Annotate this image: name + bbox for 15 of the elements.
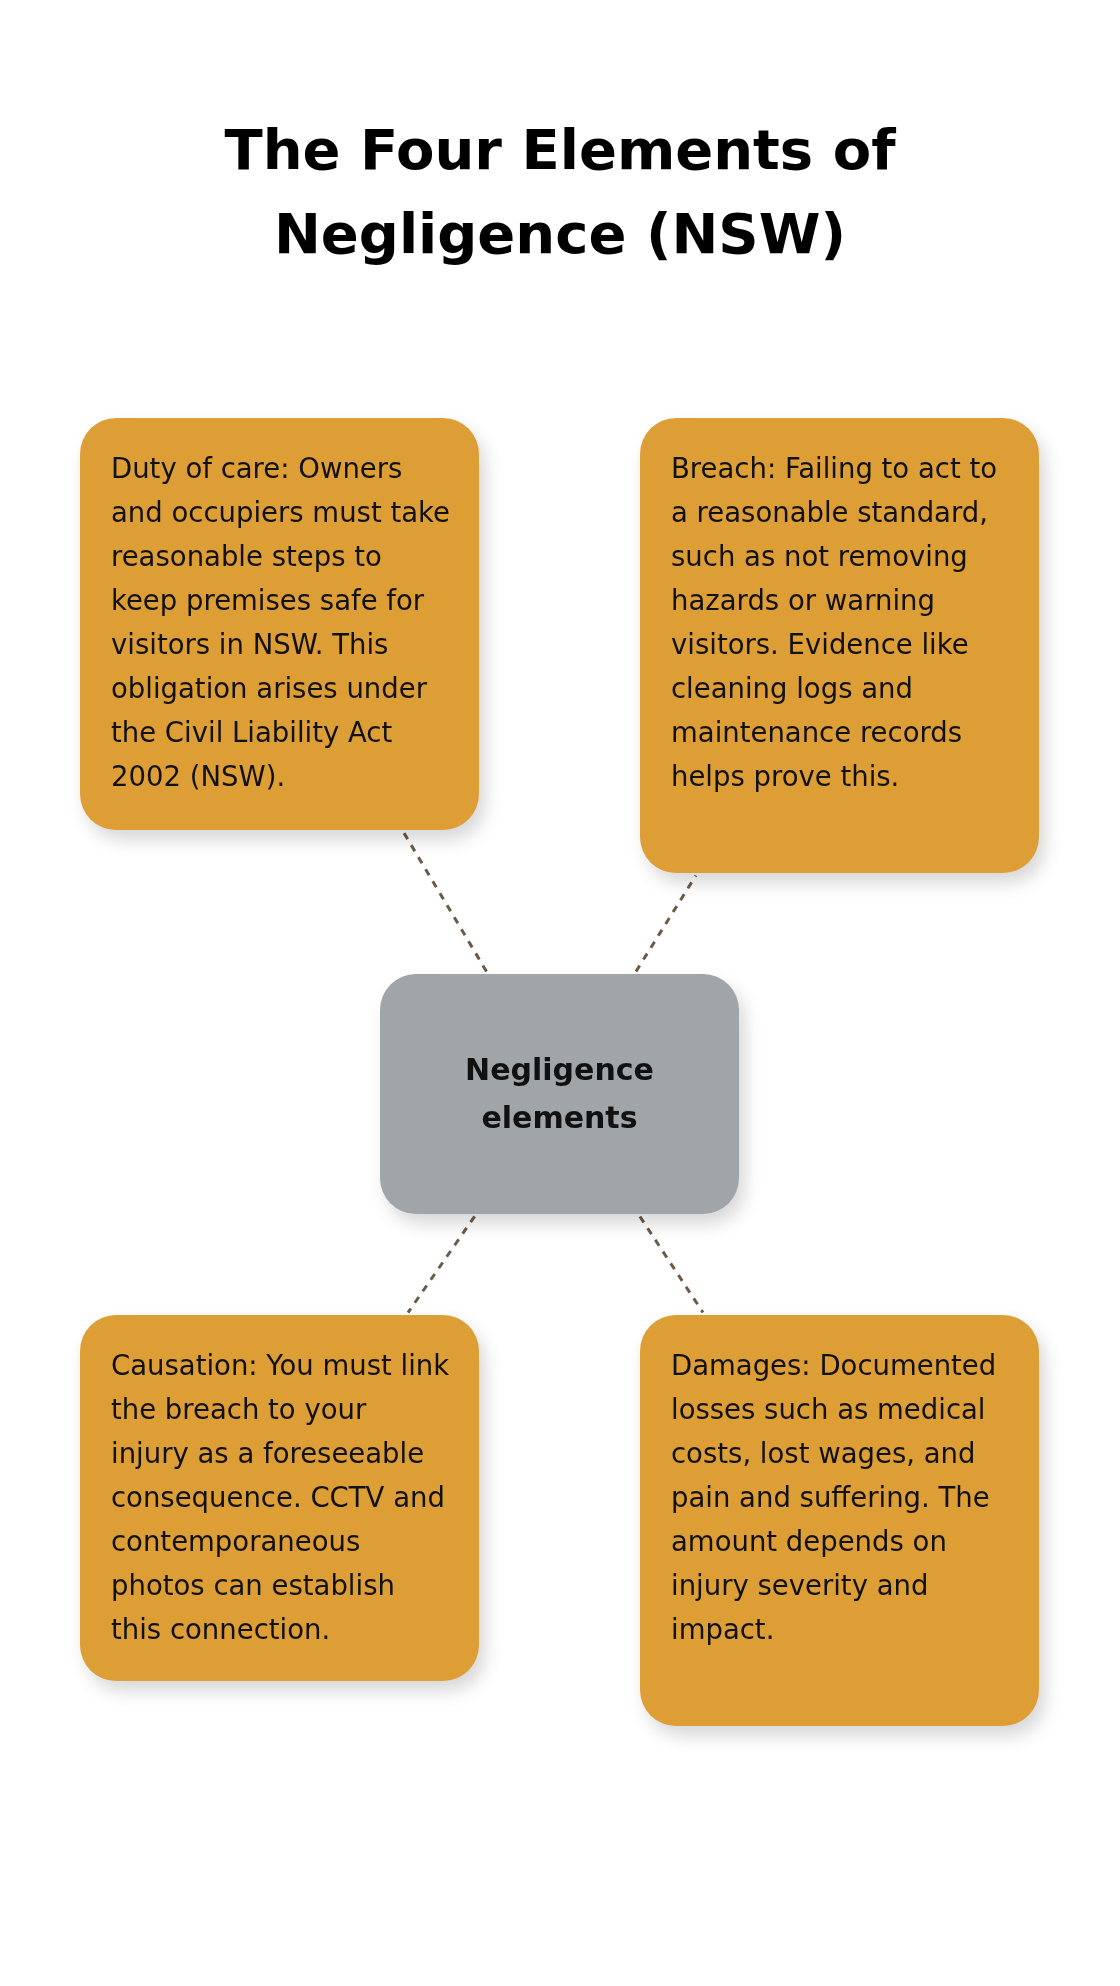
diagram-title: The Four Elements of Negligence (NSW): [223, 116, 897, 268]
element-card: [640, 1315, 1039, 1726]
element-card: [80, 1315, 479, 1681]
element-card: [640, 418, 1039, 873]
hub-label: Negligence elements: [464, 1051, 655, 1137]
dashed-connector: [406, 1215, 476, 1314]
element-description: Duty of care: Owners and occupiers must take reasonable steps to keep premises safe for visitors in NSW. This obligation arises under the Civil Liability Act 2002 (NSW).: [111, 451, 451, 794]
dashed-connector: [402, 831, 488, 973]
element-description: Breach: Failing to act to a reasonable standard, such as not removing hazards or warning visitors. Evidence like cleaning logs and maintenance records helps prove this.: [671, 451, 999, 794]
element-description: Damages: Documented losses such as medical costs, lost wages, and pain and suffering. The amount depends on injury severity and impact.: [671, 1348, 998, 1647]
dashed-connector: [638, 1215, 705, 1314]
hub-card: [380, 974, 739, 1214]
dashed-connector: [634, 874, 698, 973]
element-card: [80, 418, 479, 830]
element-description: Causation: You must link the breach to your injury as a foreseeable consequence. CCTV and contemporaneous photos can establish this connection.: [111, 1348, 451, 1647]
